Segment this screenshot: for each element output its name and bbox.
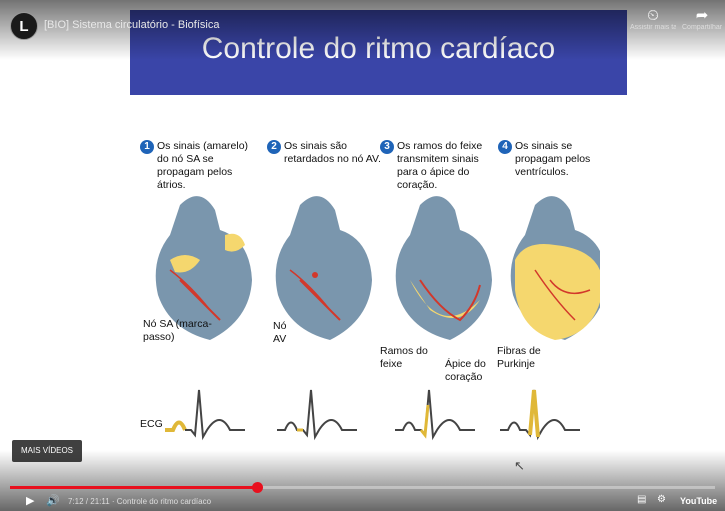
channel-logo[interactable]: L — [10, 12, 38, 40]
label-apex: Ápice do coração — [445, 358, 486, 383]
ecg-traces — [165, 389, 580, 441]
share-arrow-icon: ➦ — [695, 7, 709, 24]
label-av-node: Nó AV — [273, 320, 287, 345]
controls-gradient — [0, 450, 725, 511]
time-display: 7:12 / 21:11 · Controle do ritmo cardíac… — [68, 497, 212, 506]
label-bundle-branches: Ramos do feixe — [380, 345, 428, 370]
step-text: Os sinais são retardados no nó AV. — [284, 140, 381, 165]
step-number: 4 — [498, 140, 512, 154]
ecg-trace-4 — [500, 389, 580, 441]
share-caption: Compartilhar — [682, 24, 722, 31]
video-title[interactable]: [BIO] Sistema circulatório - Biofísica — [44, 19, 220, 31]
player-controls: ▶ 🔊 7:12 / 21:11 · Controle do ritmo car… — [0, 491, 725, 511]
volume-icon[interactable]: 🔊 — [46, 495, 60, 507]
step-number: 1 — [140, 140, 154, 154]
heart-illustration-2 — [275, 196, 372, 340]
step-number: 3 — [380, 140, 394, 154]
label-purkinje: Fibras de Purkinje — [497, 345, 541, 370]
watch-later-caption: Assistir mais tarde — [630, 24, 676, 31]
play-icon[interactable]: ▶ — [26, 495, 35, 507]
heart-illustration-4 — [510, 196, 600, 340]
ecg-trace-3 — [395, 389, 475, 441]
youtube-logo[interactable]: YouTube — [680, 496, 718, 506]
step-number: 2 — [267, 140, 281, 154]
label-ecg: ECG — [140, 418, 163, 430]
step-text: Os sinais se propagam pelos ventrículos. — [515, 140, 591, 178]
more-videos-button[interactable]: MAIS VÍDEOS — [12, 440, 82, 462]
step-text: Os ramos do feixe transmitem sinais para… — [397, 140, 483, 191]
ecg-trace-2 — [277, 389, 357, 441]
share-button[interactable]: ➦ Compartilhar — [682, 7, 722, 32]
heart-diagrams — [155, 196, 600, 340]
player-top-bar: L [BIO] Sistema circulatório - Biofísica… — [0, 0, 725, 60]
settings-gear-icon[interactable]: ⚙ — [657, 494, 666, 505]
heart-illustration-1 — [155, 196, 252, 340]
progress-played — [10, 486, 257, 489]
subtitles-icon[interactable]: ▤ — [637, 494, 647, 505]
heart-illustration-3 — [395, 196, 492, 340]
progress-bar[interactable] — [10, 482, 715, 493]
step-text: Os sinais (amarelo) do nó SA se propagam… — [157, 140, 249, 191]
clock-icon: ⏲ — [647, 7, 659, 24]
ecg-trace-1 — [165, 389, 245, 441]
watch-later-button[interactable]: ⏲ Assistir mais tarde — [630, 7, 676, 32]
progress-scrubber[interactable] — [251, 482, 263, 493]
label-sa-node: Nó SA (marca-passo) — [143, 318, 212, 343]
